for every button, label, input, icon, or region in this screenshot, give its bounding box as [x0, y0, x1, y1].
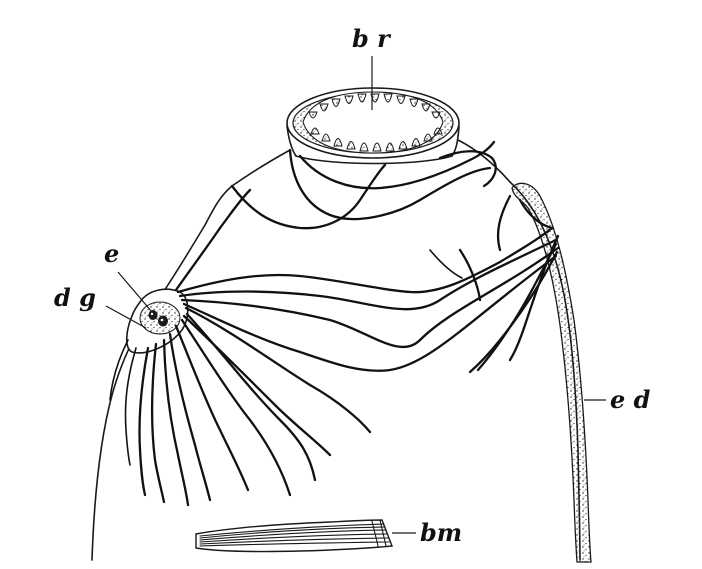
- label-e: e: [104, 239, 119, 268]
- eye-spot: [127, 289, 188, 353]
- label-ed: e d: [610, 385, 651, 414]
- muscle-band: [196, 520, 392, 552]
- label-br: b r: [352, 24, 392, 53]
- excretory-duct: [512, 183, 591, 562]
- label-bm: bm: [420, 518, 462, 547]
- label-ed-group: e d: [584, 385, 651, 414]
- label-dg: d g: [54, 283, 96, 312]
- oral-cup: [287, 88, 459, 164]
- label-bm-group: bm: [392, 518, 462, 547]
